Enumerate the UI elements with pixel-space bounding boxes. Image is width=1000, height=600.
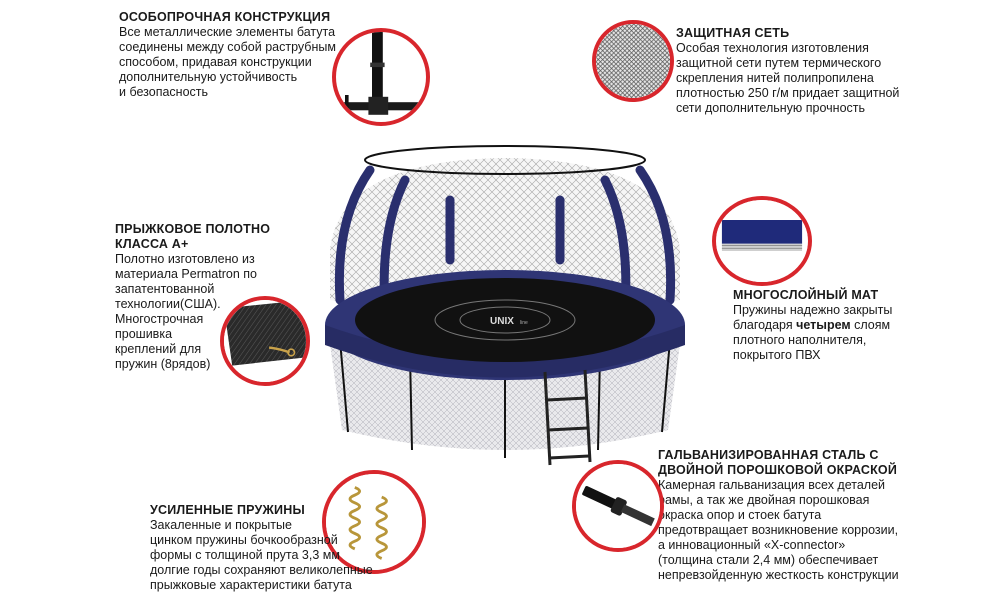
springs-text: Закаленные и покрытые цинком пружины боч…	[150, 518, 373, 592]
jumpmat-block: ПРЫЖКОВОЕ ПОЛОТНО КЛАССА А+ Полотно изго…	[115, 222, 275, 372]
layered-mat-title: МНОГОСЛОЙНЫЙ МАТ	[733, 288, 879, 302]
x-connector-image	[572, 460, 664, 552]
layered-mat-text: Пружины надежно закрыты благодаря четыре…	[733, 303, 893, 362]
net-block: ЗАЩИТНАЯ СЕТЬ Особая технология изготовл…	[676, 26, 906, 116]
x-connector-icon	[576, 464, 660, 548]
net-title: ЗАЩИТНАЯ СЕТЬ	[676, 26, 790, 40]
construction-block: ОСОБОПРОЧНАЯ КОНСТРУКЦИЯ Все металлическ…	[119, 10, 339, 100]
layered-mat-block: МНОГОСЛОЙНЫЙ МАТ Пружины надежно закрыты…	[733, 288, 933, 363]
ladder	[543, 369, 592, 466]
springs-block: УСИЛЕННЫЕ ПРУЖИНЫ Закаленные и покрытые …	[150, 503, 380, 593]
layered-mat-image	[712, 196, 812, 286]
frame-joint-image	[332, 28, 430, 126]
springs-image	[322, 470, 426, 574]
brand-logo-sub: line	[520, 320, 528, 326]
brand-logo: UNIX	[490, 316, 514, 327]
net-image	[592, 20, 674, 102]
net-icon	[596, 24, 670, 98]
layered-mat-icon	[716, 200, 808, 282]
jumpmat-title: ПРЫЖКОВОЕ ПОЛОТНО КЛАССА А+	[115, 222, 271, 251]
construction-text: Все металлические элементы батута соедин…	[119, 25, 336, 99]
jumpmat-text: Полотно изготовлено из материала Permatr…	[115, 252, 257, 371]
frame-joint-icon	[336, 32, 426, 122]
construction-title: ОСОБОПРОЧНАЯ КОНСТРУКЦИЯ	[119, 10, 331, 24]
springs-title: УСИЛЕННЫЕ ПРУЖИНЫ	[150, 503, 305, 517]
steel-block: ГАЛЬВАНИЗИРОВАННАЯ СТАЛЬ С ДВОЙНОЙ ПОРОШ…	[658, 448, 938, 583]
steel-title: ГАЛЬВАНИЗИРОВАННАЯ СТАЛЬ С ДВОЙНОЙ ПОРОШ…	[658, 448, 898, 477]
net-text: Особая технология изготовления защитной …	[676, 41, 900, 115]
trampoline-illustration: UNIX line	[325, 145, 685, 466]
jumpmat-icon	[224, 300, 306, 382]
jumpmat-image	[220, 296, 310, 386]
steel-text: Камерная гальванизация всех деталей рамы…	[658, 478, 899, 582]
spring-icon	[326, 474, 422, 570]
